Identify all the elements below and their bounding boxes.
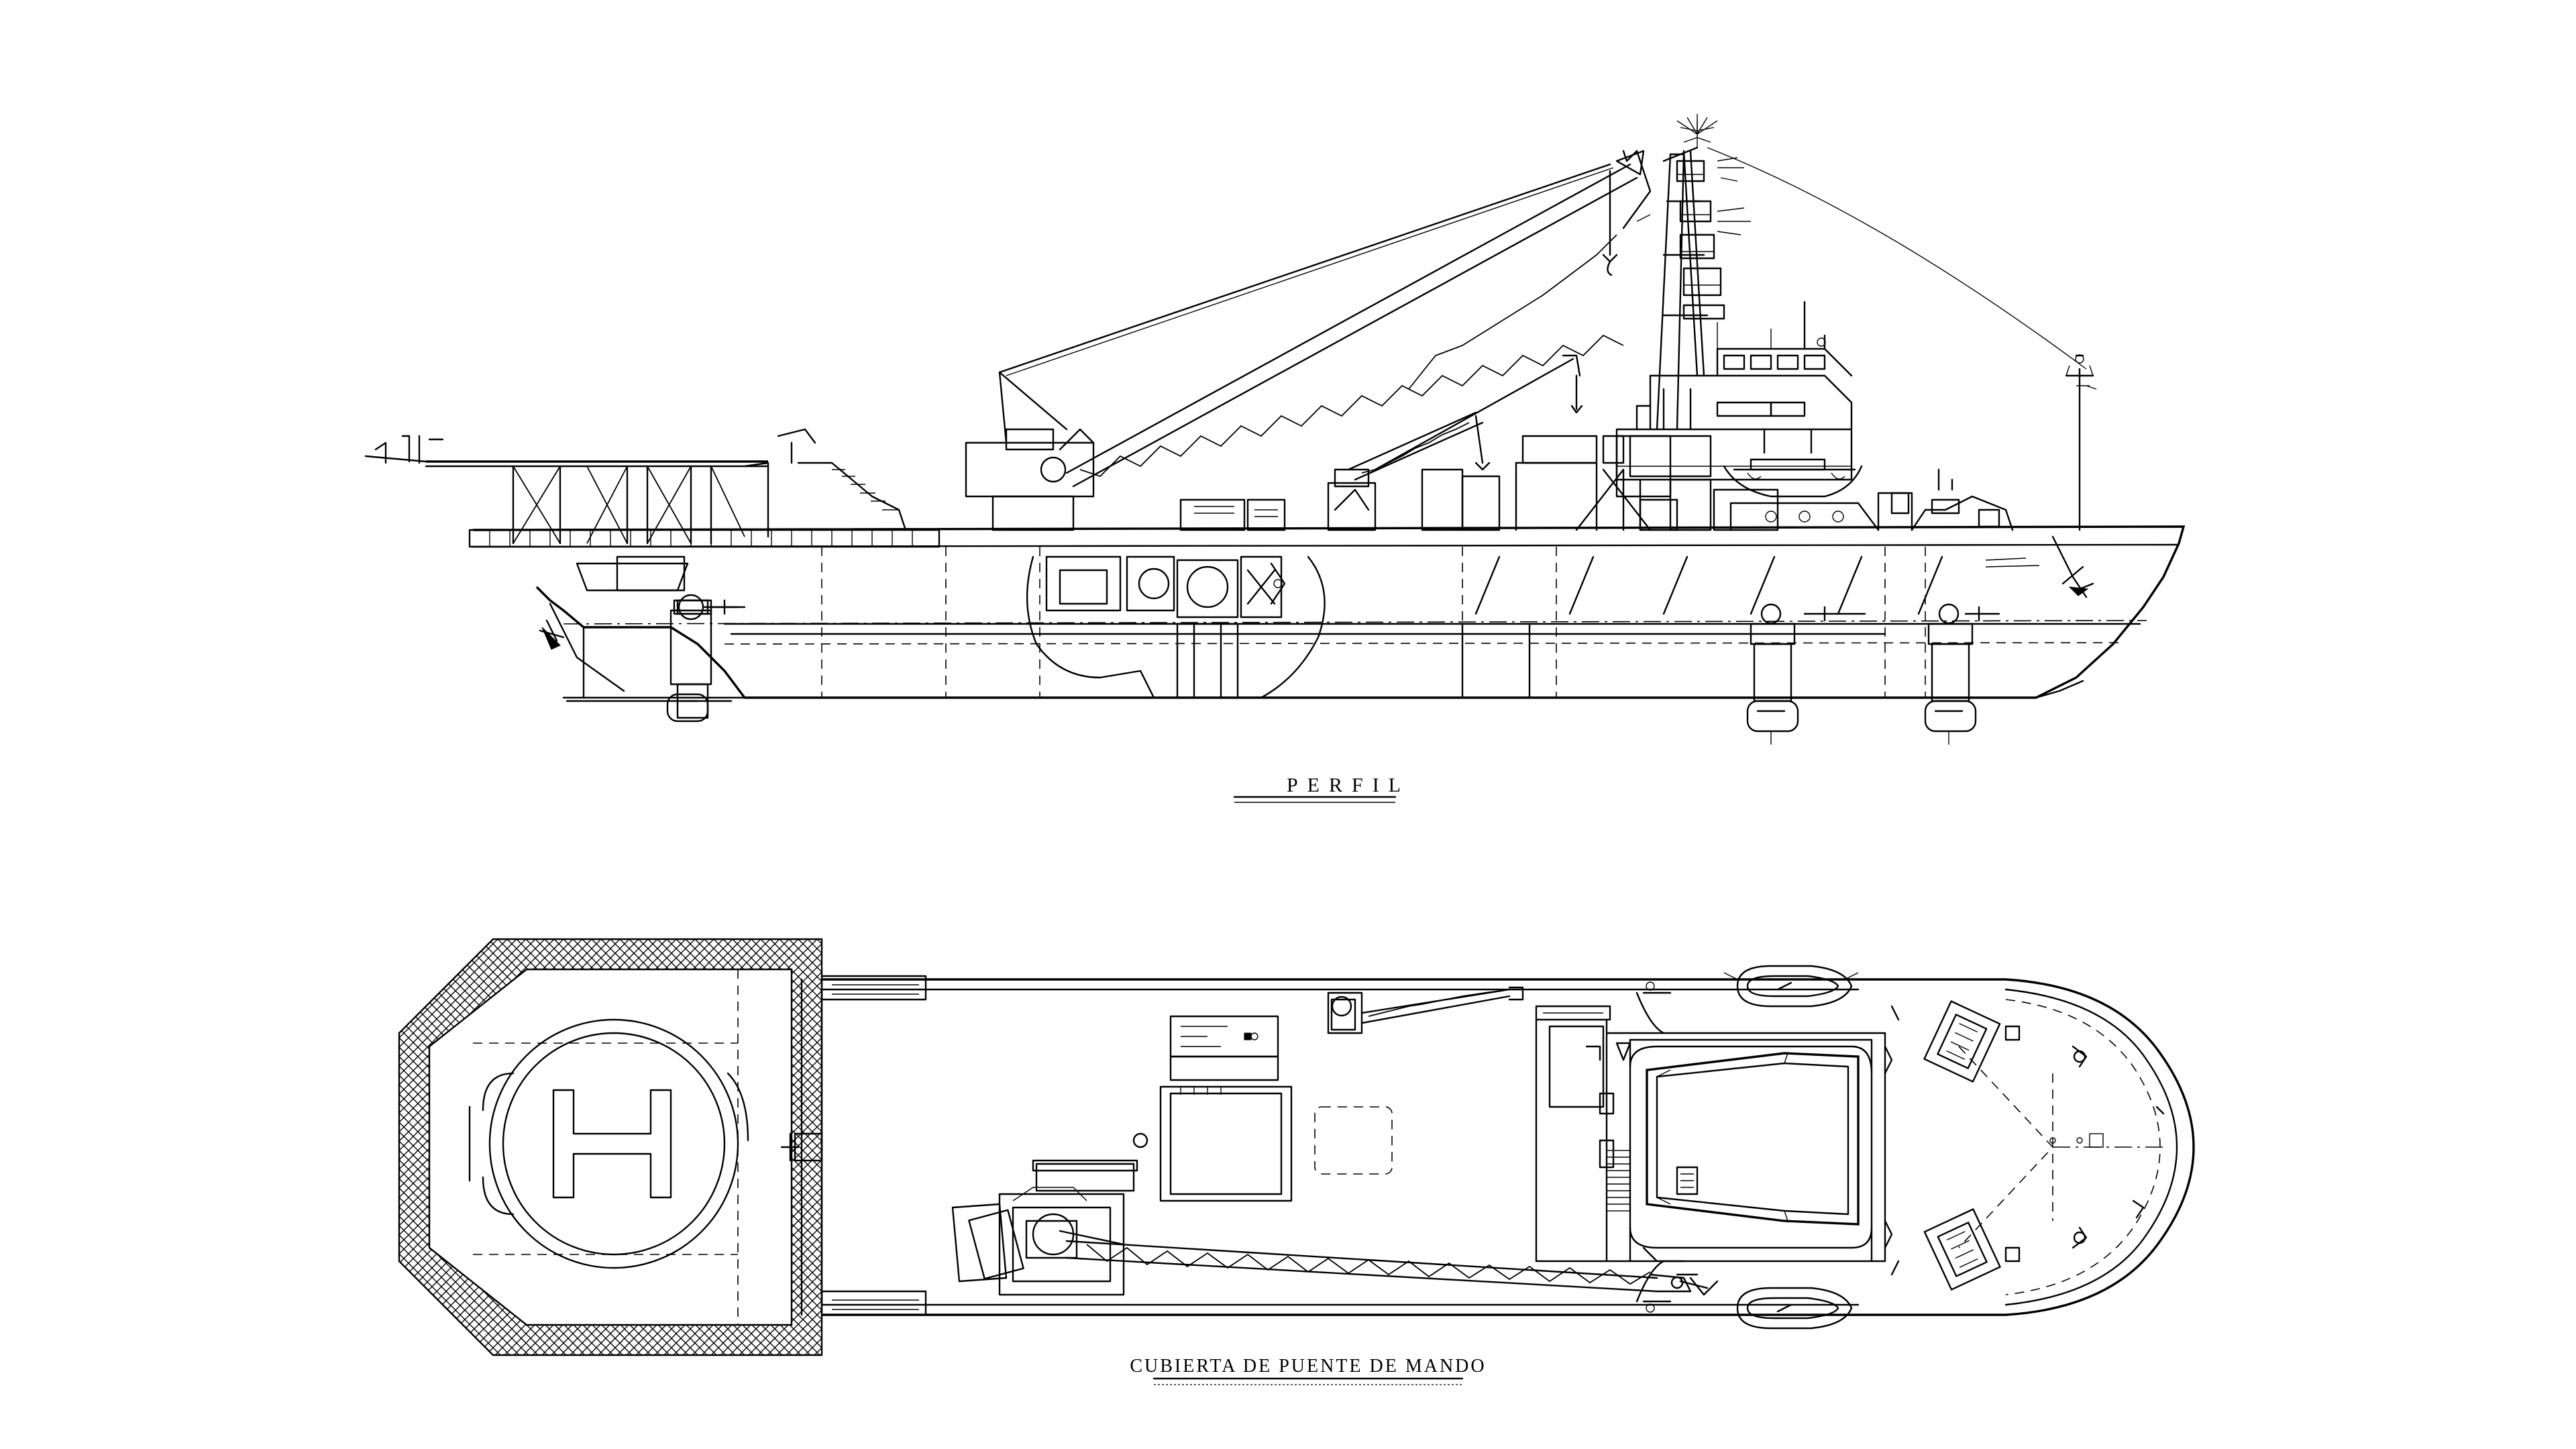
forward-azimuth-thruster-2 — [1924, 603, 1977, 745]
plan-title-block: CUBIERTA DE PUENTE DE MANDO — [1130, 1356, 1486, 1385]
hull-profile — [472, 525, 2186, 702]
stern-deck-winch — [676, 599, 746, 615]
deck-hatches-plan — [1032, 1015, 1393, 1202]
bridge-deck-plan-view: H — [398, 938, 2195, 1385]
lifeboat-plan-port — [1723, 965, 1859, 1008]
main-mast-profile — [1622, 114, 2087, 431]
main-crane-plan — [951, 1187, 1709, 1296]
helideck-plan: H — [398, 938, 823, 1356]
profile-title: PERFIL — [1287, 774, 1410, 796]
forward-azimuth-thruster-1 — [1746, 603, 1799, 745]
helideck-profile — [364, 428, 941, 592]
superstructure-profile — [1179, 347, 2097, 531]
lifeboat-plan-starboard — [1736, 1287, 1853, 1330]
bow-chain-leads — [1958, 1045, 2167, 1249]
bow-windlass-port — [1923, 1000, 2021, 1083]
bridge-wing-fittings — [1642, 981, 1900, 1313]
main-deck-outline-plan — [800, 975, 2195, 1316]
plan-title: CUBIERTA DE PUENTE DE MANDO — [1130, 1356, 1486, 1377]
engine-room-machinery — [1026, 555, 1326, 699]
profile-title-block: PERFIL — [1233, 774, 1410, 803]
profile-view: PERFIL — [364, 114, 2186, 803]
secondary-crane-profile — [1327, 354, 1583, 531]
bridge-house-plan — [1535, 991, 1893, 1303]
main-lattice-crane-profile — [965, 150, 1652, 531]
secondary-crane-plan — [1327, 986, 1524, 1034]
bow-windlass-starboard — [1923, 1208, 2021, 1291]
forward-deck-winch — [1803, 606, 2000, 622]
